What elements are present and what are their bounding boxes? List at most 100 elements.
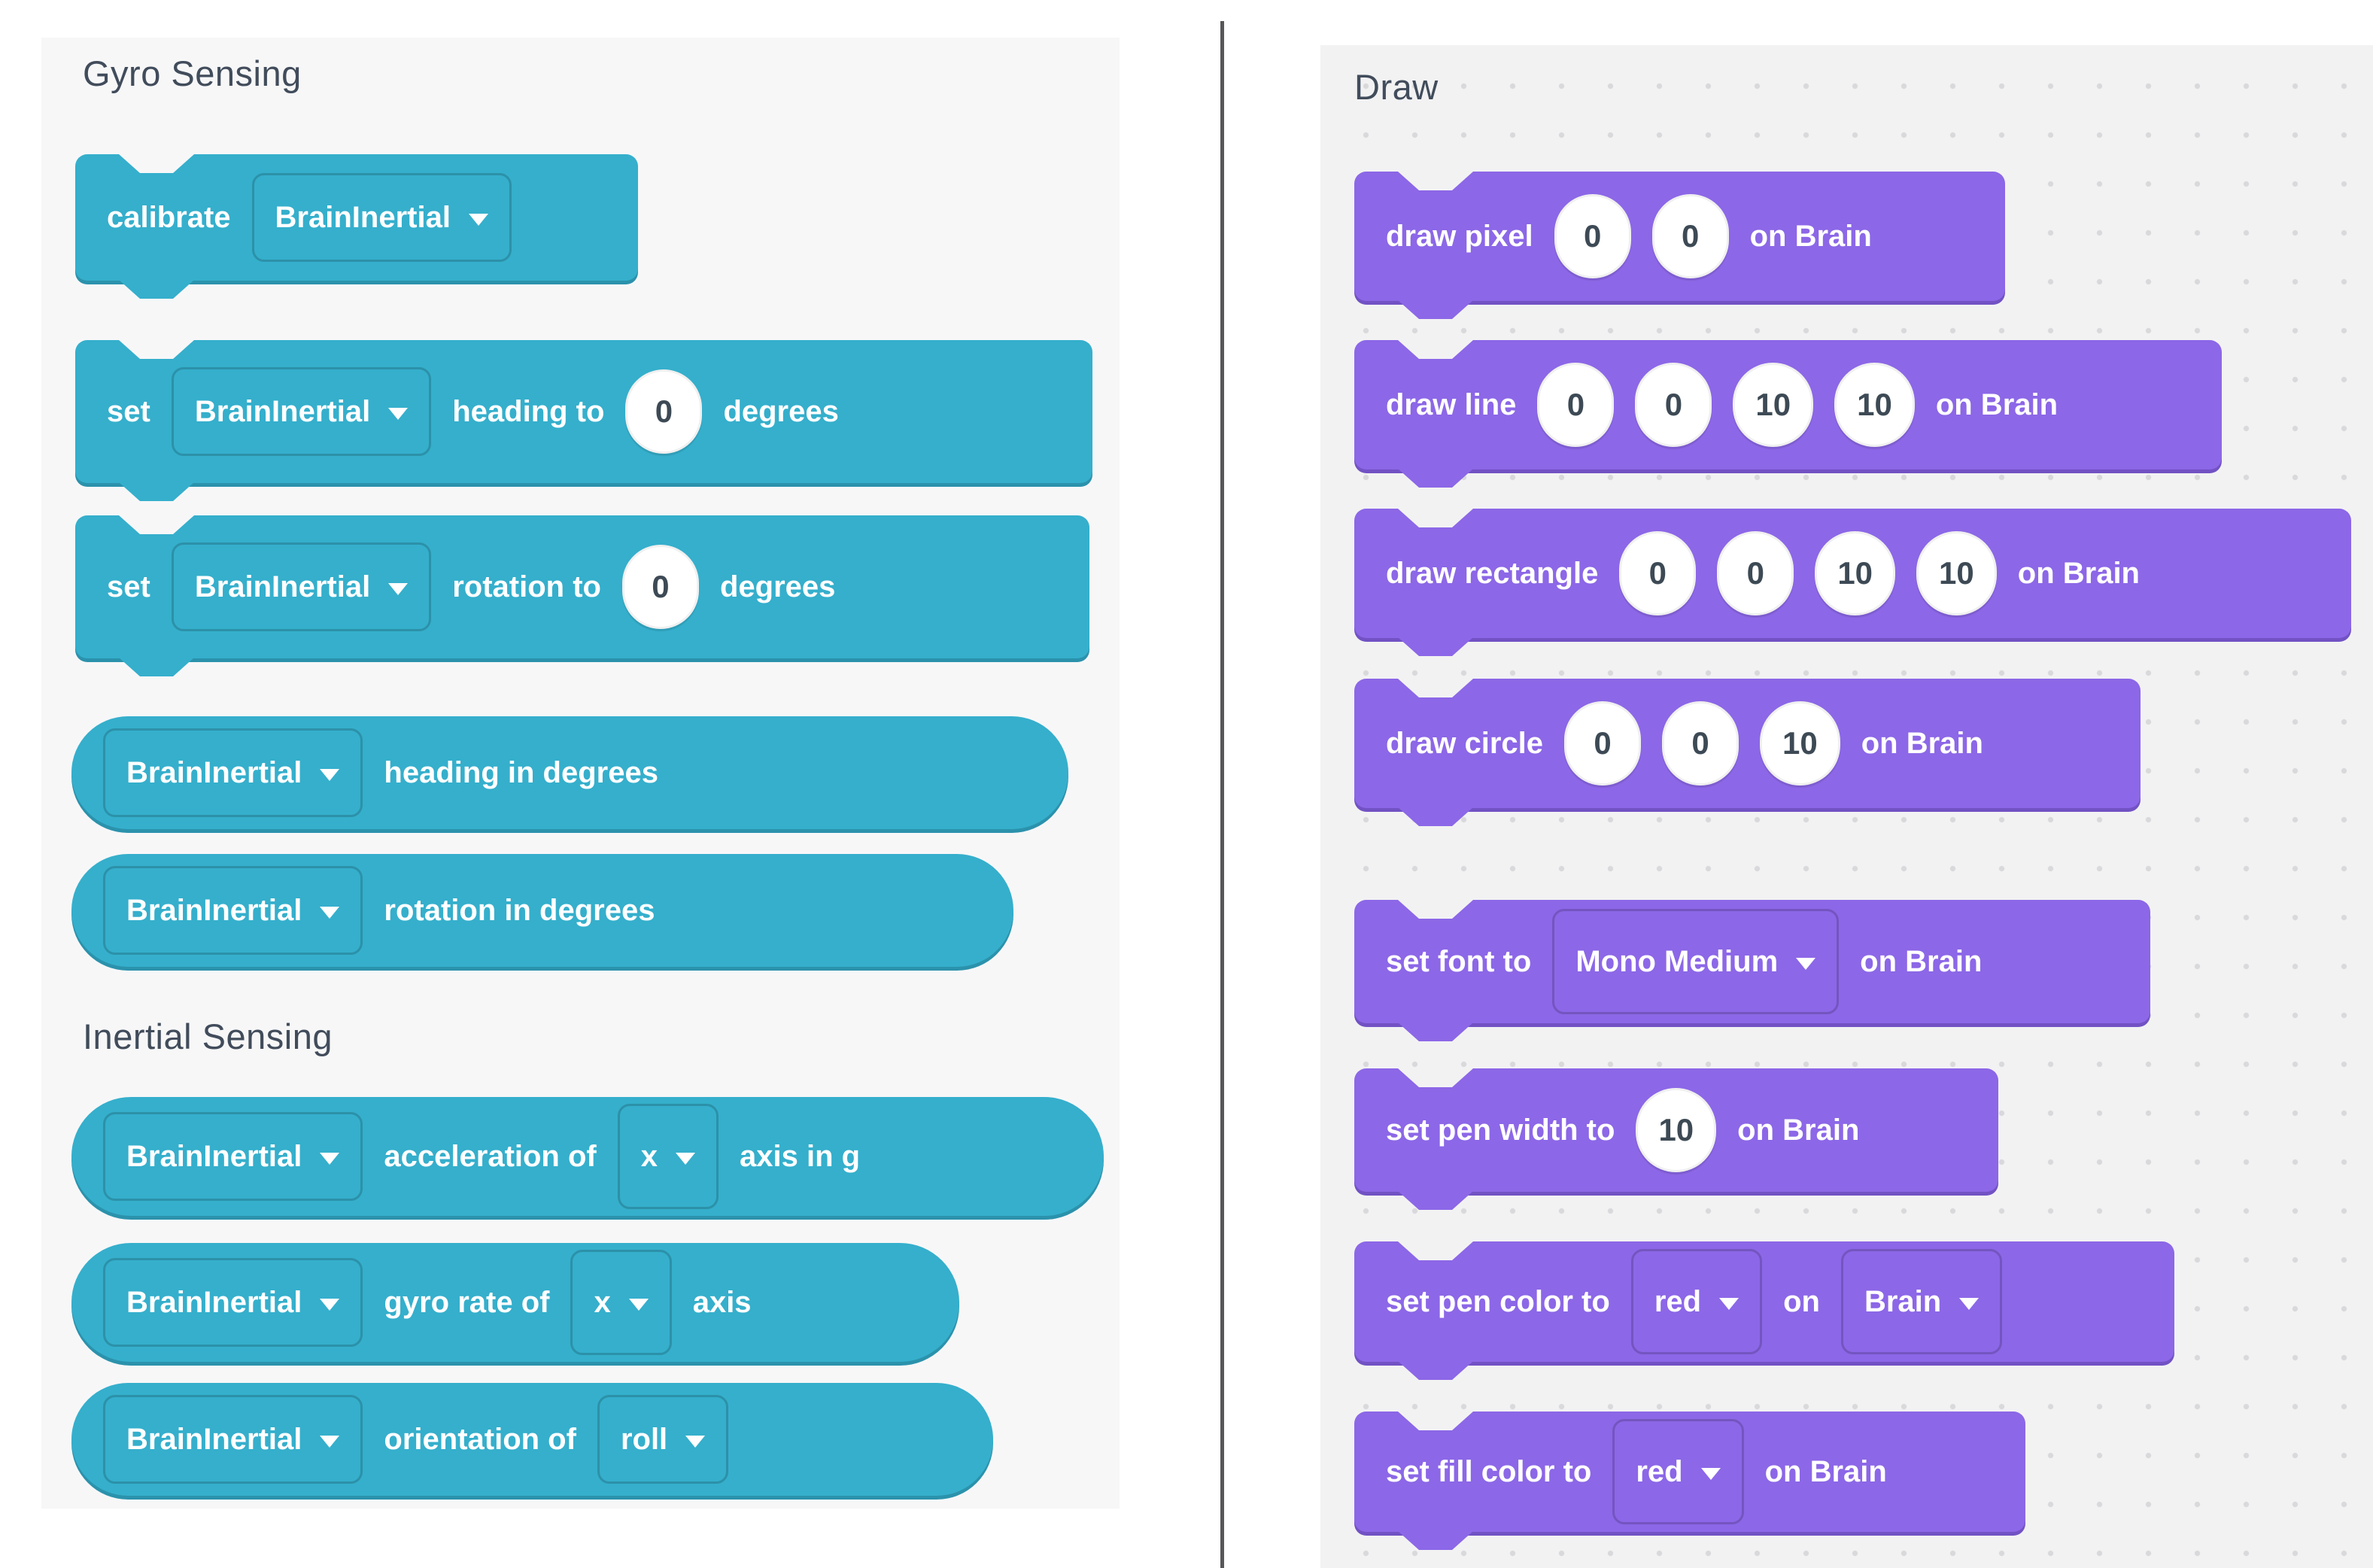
dropdown-value: red xyxy=(1636,1454,1683,1488)
dropdown-caret-icon xyxy=(1959,1297,1980,1310)
block-text: degrees xyxy=(723,394,839,428)
section-header-draw: Draw xyxy=(1354,67,1439,107)
number-input[interactable]: 0 xyxy=(625,369,703,454)
red-dropdown[interactable]: red xyxy=(1612,1419,1744,1524)
dropdown-caret-icon xyxy=(320,768,340,781)
number-input[interactable]: 10 xyxy=(1760,701,1840,786)
block-heading-in-degrees[interactable]: BrainInertial heading in degrees xyxy=(71,716,1068,829)
block-text: on Brain xyxy=(1749,219,1872,253)
block-text: calibrate xyxy=(107,200,231,234)
dropdown-caret-icon xyxy=(1796,957,1816,970)
dropdown-value: Brain xyxy=(1864,1284,1942,1318)
dropdown-value: BrainInertial xyxy=(194,570,371,603)
block-text: gyro rate of xyxy=(384,1285,550,1319)
number-input[interactable]: 10 xyxy=(1815,531,1896,615)
dropdown-caret-icon xyxy=(1700,1467,1721,1480)
x-dropdown[interactable]: x xyxy=(617,1104,719,1209)
block-text: orientation of xyxy=(384,1422,576,1456)
block-text: on Brain xyxy=(1861,726,1983,760)
panel-divider xyxy=(1220,21,1224,1568)
number-input[interactable]: 0 xyxy=(621,545,699,629)
block-text: set xyxy=(107,394,150,428)
dropdown-value: BrainInertial xyxy=(126,893,302,927)
section-header-gyro-sensing: Gyro Sensing xyxy=(83,53,302,93)
number-input[interactable]: 0 xyxy=(1564,701,1642,786)
number-input[interactable]: 0 xyxy=(1619,531,1697,615)
block-text: on Brain xyxy=(1764,1454,1887,1488)
braininertial-dropdown[interactable]: BrainInertial xyxy=(103,1395,363,1484)
mono-medium-dropdown[interactable]: Mono Medium xyxy=(1552,909,1840,1014)
block-text: draw line xyxy=(1386,387,1517,421)
block-text: set xyxy=(107,570,150,603)
block-set-rotation[interactable]: set BrainInertial rotation to 0 degrees xyxy=(75,515,1089,658)
roll-dropdown[interactable]: roll xyxy=(597,1395,729,1484)
number-input[interactable]: 10 xyxy=(1834,363,1915,447)
block-text: draw circle xyxy=(1386,726,1544,760)
number-input[interactable]: 0 xyxy=(1717,531,1794,615)
dropdown-value: roll xyxy=(620,1422,668,1456)
block-rotation-in-degrees[interactable]: BrainInertial rotation in degrees xyxy=(71,854,1013,967)
dropdown-caret-icon xyxy=(320,1152,340,1165)
block-text: on Brain xyxy=(1737,1113,1860,1147)
brain-dropdown[interactable]: Brain xyxy=(1840,1249,2003,1354)
number-input[interactable]: 10 xyxy=(1733,363,1814,447)
dropdown-value: BrainInertial xyxy=(126,755,302,789)
block-text: rotation in degrees xyxy=(384,893,655,927)
dropdown-value: BrainInertial xyxy=(126,1139,302,1173)
block-orientation[interactable]: BrainInertial orientation of roll xyxy=(71,1383,993,1496)
number-input[interactable]: 0 xyxy=(1554,194,1631,278)
dropdown-caret-icon xyxy=(388,582,409,595)
number-input[interactable]: 10 xyxy=(1916,531,1997,615)
block-text: set fill color to xyxy=(1386,1454,1592,1488)
block-text: set pen color to xyxy=(1386,1284,1610,1318)
braininertial-dropdown[interactable]: BrainInertial xyxy=(103,1258,363,1347)
dropdown-caret-icon xyxy=(1719,1297,1739,1310)
block-text: on xyxy=(1783,1284,1820,1318)
block-text: axis xyxy=(692,1285,752,1319)
block-text: heading in degrees xyxy=(384,755,658,789)
block-calibrate[interactable]: calibrate BrainInertial xyxy=(75,154,638,281)
braininertial-dropdown[interactable]: BrainInertial xyxy=(103,866,363,955)
dropdown-caret-icon xyxy=(675,1152,695,1165)
braininertial-dropdown[interactable]: BrainInertial xyxy=(171,367,432,456)
block-text: on Brain xyxy=(2017,556,2140,590)
number-input[interactable]: 0 xyxy=(1651,194,1729,278)
block-text: set font to xyxy=(1386,944,1532,978)
number-input[interactable]: 0 xyxy=(1635,363,1712,447)
dropdown-value: BrainInertial xyxy=(126,1285,302,1319)
dropdown-value: BrainInertial xyxy=(275,200,451,234)
dropdown-value: x xyxy=(594,1285,611,1319)
dropdown-caret-icon xyxy=(685,1435,706,1448)
x-dropdown[interactable]: x xyxy=(570,1250,672,1355)
braininertial-dropdown[interactable]: BrainInertial xyxy=(171,542,432,631)
number-input[interactable]: 0 xyxy=(1662,701,1739,786)
block-set-fill-color[interactable]: set fill color to red on Brain xyxy=(1354,1412,2025,1532)
block-text: on Brain xyxy=(1860,944,1983,978)
block-set-font[interactable]: set font to Mono Medium on Brain xyxy=(1354,900,2150,1023)
number-input[interactable]: 0 xyxy=(1537,363,1615,447)
block-text: heading to xyxy=(452,394,605,428)
block-text: acceleration of xyxy=(384,1139,597,1173)
block-set-heading[interactable]: set BrainInertial heading to 0 degrees xyxy=(75,340,1092,483)
braininertial-dropdown[interactable]: BrainInertial xyxy=(251,173,512,262)
braininertial-dropdown[interactable]: BrainInertial xyxy=(103,1112,363,1201)
dropdown-caret-icon xyxy=(320,906,340,919)
red-dropdown[interactable]: red xyxy=(1630,1249,1763,1354)
dropdown-caret-icon xyxy=(468,213,488,226)
section-header-inertial-sensing: Inertial Sensing xyxy=(83,1016,333,1056)
block-gyro-rate[interactable]: BrainInertial gyro rate of x axis xyxy=(71,1243,959,1362)
block-text: draw rectangle xyxy=(1386,556,1599,590)
block-text: degrees xyxy=(719,570,836,603)
number-input[interactable]: 10 xyxy=(1636,1088,1717,1172)
braininertial-dropdown[interactable]: BrainInertial xyxy=(103,728,363,817)
block-text: rotation to xyxy=(452,570,601,603)
dropdown-caret-icon xyxy=(628,1298,649,1311)
